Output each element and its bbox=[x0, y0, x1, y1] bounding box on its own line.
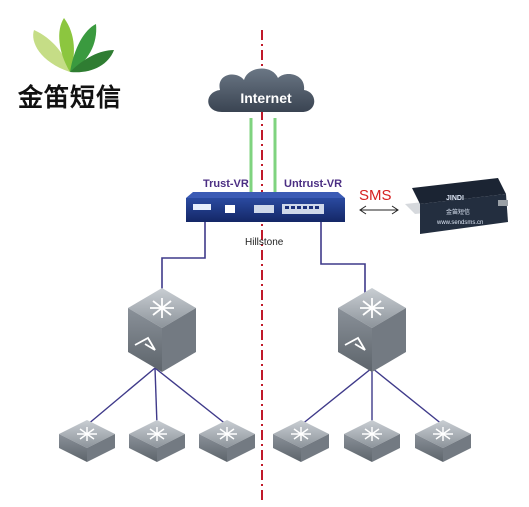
cloud-icon bbox=[208, 68, 315, 112]
access-switch-icon bbox=[344, 420, 400, 462]
access-switch-icon bbox=[415, 420, 471, 462]
firewall-name-label: Hillstone bbox=[245, 237, 284, 248]
core-switch-icon bbox=[128, 288, 196, 372]
access-switch-icon bbox=[273, 420, 329, 462]
access-switch-icon bbox=[59, 420, 115, 462]
access-switch-icon bbox=[129, 420, 185, 462]
sms-label: SMS bbox=[359, 187, 392, 204]
trust-core-link bbox=[161, 222, 206, 300]
access-switch-icon bbox=[199, 420, 255, 462]
left-access-links bbox=[86, 367, 228, 426]
modem-cn-label: 金笛短信 bbox=[446, 208, 470, 216]
right-access-links bbox=[300, 367, 444, 426]
double-arrow-icon bbox=[359, 205, 399, 215]
internet-label: Internet bbox=[240, 90, 292, 106]
brand-name: 金笛短信 bbox=[18, 83, 123, 112]
core-switch-icon bbox=[338, 288, 406, 372]
untrust-vr-label: Untrust-VR bbox=[284, 178, 342, 190]
untrust-core-link bbox=[320, 222, 366, 300]
trust-vr-label: Trust-VR bbox=[203, 178, 249, 190]
sms-modem-icon bbox=[405, 178, 508, 234]
leaf-logo-icon bbox=[33, 18, 114, 73]
firewall-icon bbox=[186, 192, 345, 222]
modem-url-label: www.sendsms.cn bbox=[436, 220, 483, 226]
modem-brand-label: JINDI bbox=[446, 195, 464, 202]
